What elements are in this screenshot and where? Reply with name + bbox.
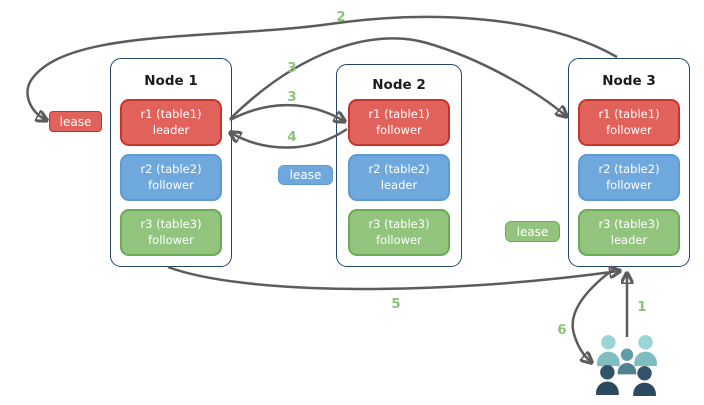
node2-replica-r3-follower: r3 (table3) follower	[348, 209, 450, 256]
lease-tag-blue: lease	[278, 165, 333, 185]
replica-role: follower	[376, 122, 422, 137]
node-3-box: Node 3 r1 (table1) follower r2 (table2) …	[568, 58, 690, 267]
replica-name: r2 (table2)	[368, 162, 430, 177]
step-label-3b: 3	[287, 89, 297, 105]
node-1-title: Node 1	[144, 73, 198, 89]
node3-replica-r1-follower: r1 (table1) follower	[578, 99, 680, 146]
step-label-1: 1	[637, 299, 647, 315]
replica-name: r3 (table3)	[368, 217, 430, 232]
node-1-box: Node 1 r1 (table1) leader r2 (table2) fo…	[110, 58, 232, 267]
replica-role: follower	[606, 122, 652, 137]
users-group-icon	[596, 335, 657, 396]
replica-name: r2 (table2)	[140, 162, 202, 177]
node-2-title: Node 2	[372, 77, 426, 93]
node1-replica-r2-follower: r2 (table2) follower	[120, 154, 222, 201]
step-label-3a: 3	[287, 60, 297, 76]
replica-role: leader	[610, 232, 648, 247]
lease-tag-red: lease	[49, 111, 102, 132]
replica-role: leader	[380, 177, 418, 192]
arrow-5-node1-to-node3	[167, 267, 619, 291]
replica-role: follower	[376, 232, 422, 247]
arrow-3-replicate-to-node2	[229, 103, 344, 121]
replica-role: follower	[148, 177, 194, 192]
node2-replica-r1-follower: r1 (table1) follower	[348, 99, 450, 146]
replica-role: follower	[148, 232, 194, 247]
step-label-4: 4	[287, 129, 297, 145]
replica-name: r3 (table3)	[140, 217, 202, 232]
step-label-5: 5	[391, 296, 401, 312]
step-label-2: 2	[336, 9, 346, 25]
node-2-box: Node 2 r1 (table1) follower r2 (table2) …	[336, 64, 462, 267]
step-label-6: 6	[557, 322, 567, 338]
lease-tag-green: lease	[505, 221, 560, 242]
replica-name: r1 (table1)	[598, 107, 660, 122]
replica-name: r2 (table2)	[598, 162, 660, 177]
replica-name: r1 (table1)	[368, 107, 430, 122]
node-3-title: Node 3	[602, 73, 656, 89]
node1-replica-r1-leader: r1 (table1) leader	[120, 99, 222, 146]
replica-name: r1 (table1)	[140, 107, 202, 122]
node3-replica-r2-follower: r2 (table2) follower	[578, 154, 680, 201]
node2-replica-r2-leader: r2 (table2) leader	[348, 154, 450, 201]
node1-replica-r3-follower: r3 (table3) follower	[120, 209, 222, 256]
replica-role: leader	[152, 122, 190, 137]
replica-role: follower	[606, 177, 652, 192]
replica-name: r3 (table3)	[598, 217, 660, 232]
node3-replica-r3-leader: r3 (table3) leader	[578, 209, 680, 256]
